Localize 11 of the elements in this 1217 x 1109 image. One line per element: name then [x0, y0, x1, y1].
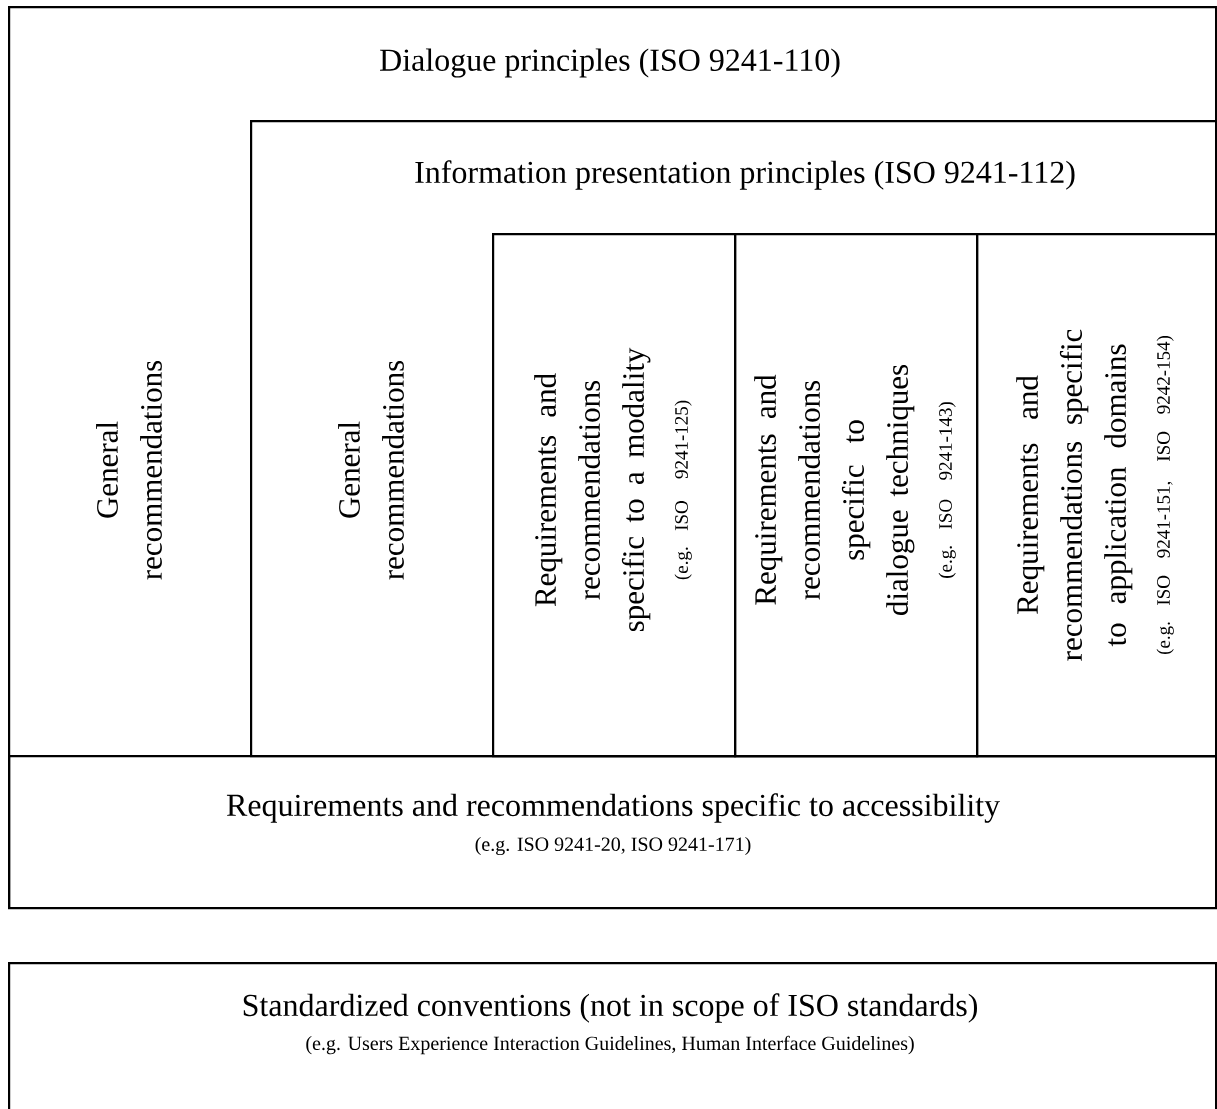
- rotated-label: General recommendations: [338, 360, 404, 580]
- rotated-label: Requirements and recommendations specific to dialogue techniques (e.g. ISO 9241-143): [754, 365, 956, 615]
- rotated-label: Requirements and recommendations specific to a modality (e.g. ISO 9241-125): [534, 347, 692, 632]
- rotated-label: General recommendations: [96, 360, 162, 580]
- box-title: Standardized conventions (not in scope of ISO standards): [243, 993, 977, 1023]
- rotated-label: Requirements and recommendations specific to application domains (e.g. ISO 9241-151, ISO 9242-154): [1016, 329, 1174, 661]
- box-title: Dialogue principles (ISO 9241-110): [380, 48, 840, 78]
- box-title: Requirements and recommendations specific to accessibility: [226, 793, 1000, 823]
- reference-note: (e.g. ISO 9241-20, ISO 9241-171): [475, 836, 751, 856]
- reference-note: (e.g. Users Experience Interaction Guidelines, Human Interface Guidelines): [306, 1035, 914, 1055]
- box-title: Information presentation principles (ISO 9241-112): [415, 160, 1075, 190]
